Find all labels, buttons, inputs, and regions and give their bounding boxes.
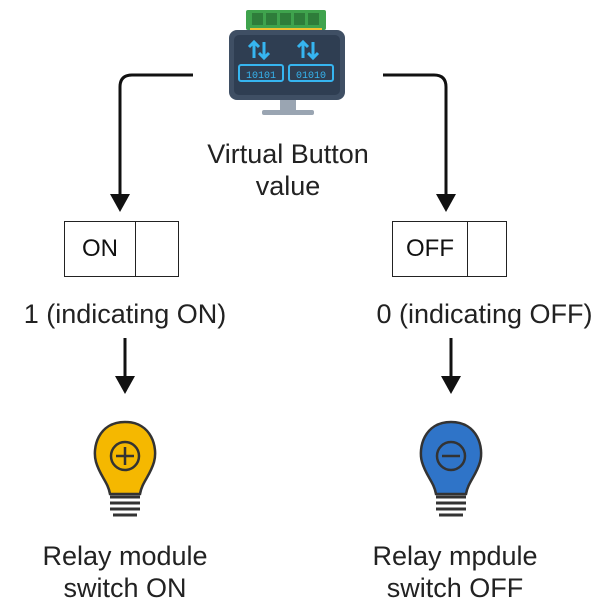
toggle-on-label: ON [65, 222, 136, 276]
toggle-on[interactable]: ON [64, 221, 179, 277]
bits-left: 10101 [246, 71, 276, 82]
on-value-text: 1 (indicating ON) [23, 299, 227, 329]
arrow-to-off [383, 73, 448, 200]
on-result-line1: Relay module [42, 541, 208, 571]
arrowhead-bulb-off [441, 376, 461, 394]
bulb-plus-icon [93, 420, 157, 517]
bulb-minus-icon [419, 420, 483, 517]
arrowhead-off [436, 194, 456, 212]
arrow-to-on [118, 73, 193, 200]
toggle-on-knob [136, 222, 178, 276]
toggle-off[interactable]: OFF [392, 221, 507, 277]
off-value-text: 0 (indicating OFF) [376, 299, 593, 329]
on-result-label: Relay module switch ON [15, 540, 235, 604]
arrowhead-bulb-on [115, 376, 135, 394]
source-label-line1: Virtual Button [207, 139, 369, 169]
bits-right: 01010 [296, 71, 326, 82]
source-label-line2: value [255, 171, 321, 201]
source-label: Virtual Button value [188, 138, 388, 202]
on-result-line2: switch ON [63, 573, 187, 603]
toggle-off-label: OFF [393, 222, 468, 276]
off-result-label: Relay mpdule switch OFF [345, 540, 565, 604]
computer-server-icon: 10101 01010 [229, 10, 345, 115]
arrowhead-on [110, 194, 130, 212]
toggle-off-knob [468, 222, 506, 276]
off-result-line1: Relay mpdule [372, 541, 538, 571]
off-result-line2: switch OFF [386, 573, 524, 603]
